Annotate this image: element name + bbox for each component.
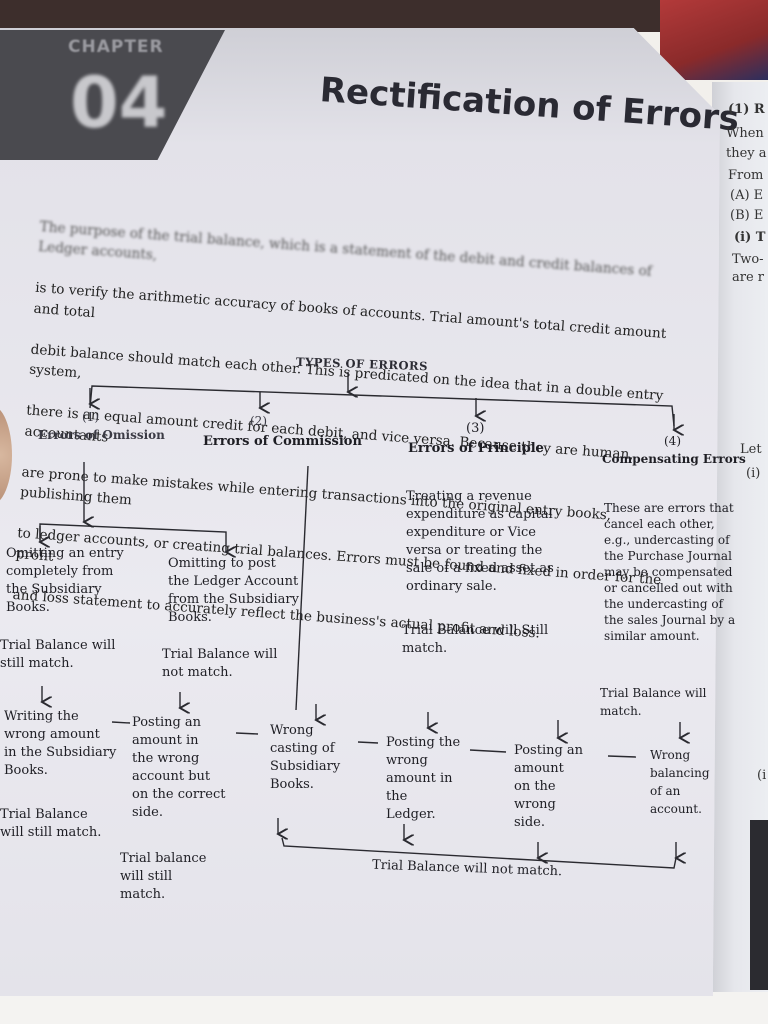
right-page-line: (A) E — [730, 188, 764, 203]
type-name-omission: Errors of Omission — [38, 428, 165, 442]
right-page-line: are r — [732, 270, 765, 285]
principle-description: Treating a revenue expenditure as capita… — [406, 489, 554, 594]
right-page-line: they a — [726, 146, 767, 161]
right-page-line: (1) R — [728, 102, 765, 117]
commission-result-second: Trial balance will still match. — [120, 851, 207, 902]
chapter-number: 04 — [70, 62, 168, 144]
commission-result-first: Trial Balance will still match. — [0, 807, 102, 840]
right-page-line: (i) — [746, 466, 761, 481]
commission-item: Wrong casting of Subsidiary Books. — [270, 723, 341, 792]
background-fabric — [660, 0, 768, 80]
type-name-commission: Errors of Commission — [203, 434, 362, 449]
omission-complete: Omitting an entry completely from the Su… — [6, 546, 124, 615]
compensating-result: Trial Balance will match. — [600, 686, 707, 718]
type-name-principle: Errors of Principle — [408, 441, 544, 456]
book-edge — [750, 820, 768, 990]
right-page-line: Two- — [732, 252, 764, 267]
finger — [0, 405, 12, 505]
omission-partial-result: Trial Balance will not match. — [162, 647, 278, 680]
type-number: (3) — [466, 421, 485, 436]
background-top — [0, 0, 768, 32]
right-page-line: (i) T — [734, 230, 766, 245]
omission-complete-result: Trial Balance will still match. — [0, 638, 116, 671]
commission-item: Posting an amount on the wrong side. — [514, 743, 584, 830]
type-number: (1) — [82, 410, 99, 424]
principle-result: Trial Balance will Still match. — [402, 623, 549, 656]
right-page-line: (B) E — [730, 208, 764, 223]
commission-item: Posting an amount in the wrong account b… — [132, 715, 226, 820]
compensating-description: These are errors that cancel each other,… — [604, 501, 736, 643]
right-page-line: (i — [757, 768, 767, 783]
type-name-compensating: Compensating Errors — [602, 452, 746, 466]
page-shading — [0, 28, 720, 996]
right-page-line: Let — [740, 442, 762, 457]
commission-item: Writing the wrong amount in the Subsidia… — [4, 709, 117, 778]
commission-item: Posting the wrong amount in the Ledger. — [386, 735, 461, 822]
type-number: (4) — [664, 434, 681, 448]
chapter-label: CHAPTER — [68, 37, 164, 57]
type-number: (2) — [250, 414, 267, 428]
omission-partial: Omitting to post the Ledger Account from… — [168, 556, 299, 625]
right-page-line: From — [728, 168, 764, 183]
commission-item: Wrong balancing of an account. — [650, 748, 710, 816]
right-page-line: When — [726, 126, 764, 141]
